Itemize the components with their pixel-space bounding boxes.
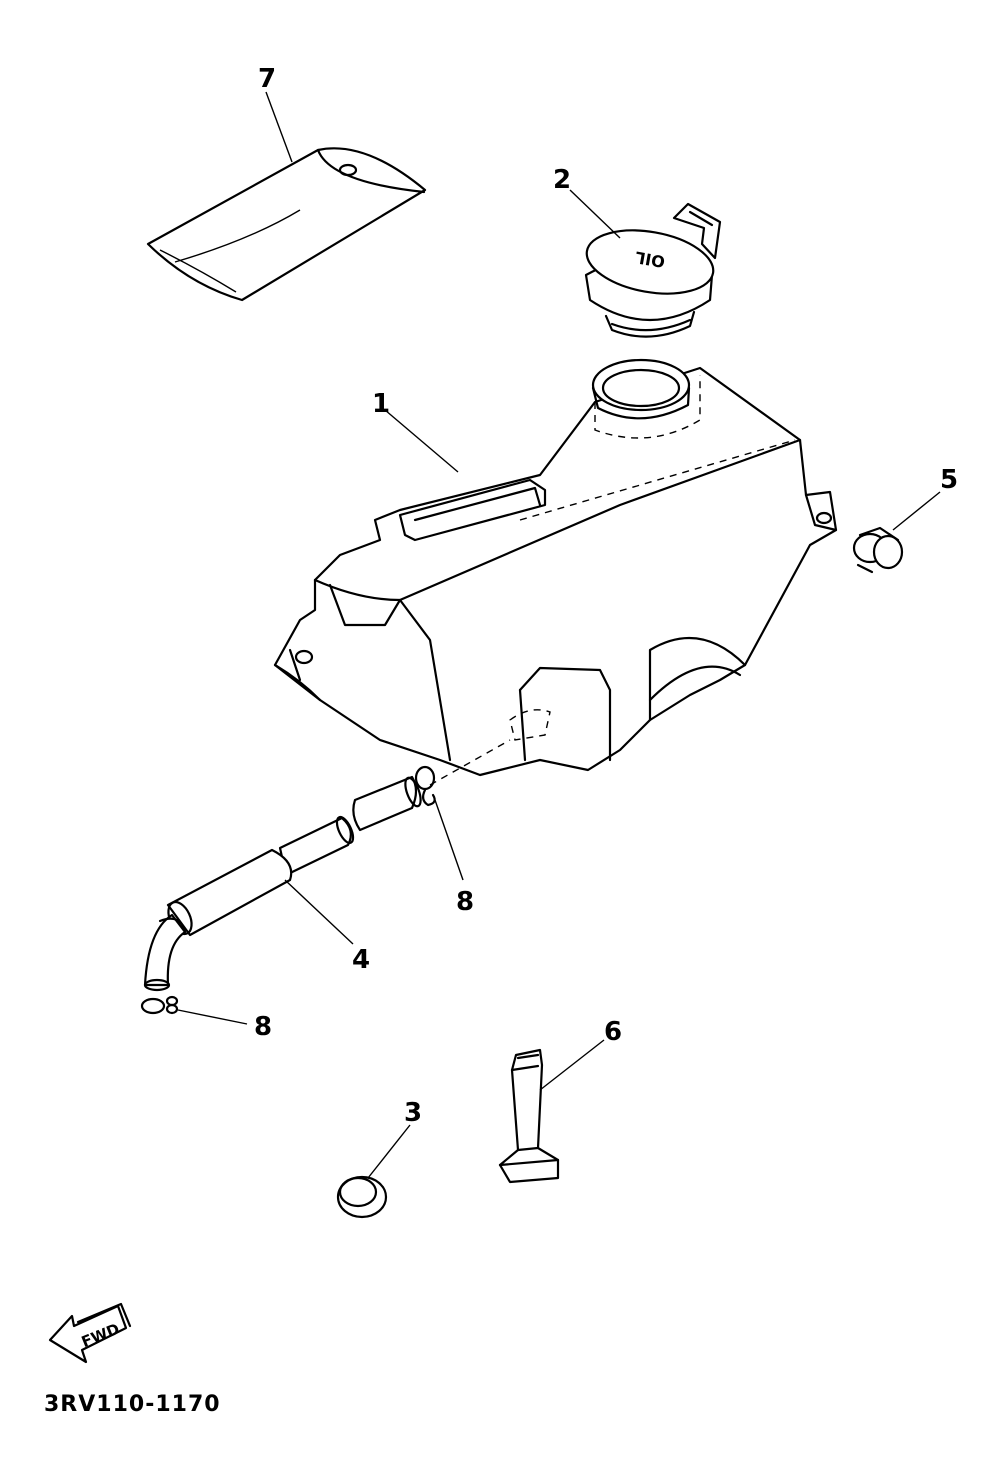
leader-1 bbox=[384, 409, 459, 473]
fwd-arrow-icon: FWD bbox=[48, 1302, 132, 1364]
part-8-clip-upper bbox=[414, 765, 436, 807]
callout-2: 2 bbox=[553, 165, 571, 195]
part-4-hose bbox=[143, 775, 422, 992]
part-5-grommet bbox=[852, 526, 904, 574]
cap-oil-marking: OIL bbox=[634, 248, 667, 272]
leader-lines bbox=[177, 91, 941, 1179]
leader-3 bbox=[367, 1124, 411, 1179]
leader-4 bbox=[284, 879, 354, 945]
diagram-code: 3RV110-1170 bbox=[44, 1392, 221, 1417]
part-3-plug bbox=[336, 1175, 388, 1219]
part-8-clip-lower bbox=[140, 995, 179, 1015]
leader-7 bbox=[265, 91, 293, 163]
part-2-tank-cap: OIL bbox=[584, 202, 722, 338]
leader-5 bbox=[892, 491, 941, 531]
callout-5: 5 bbox=[940, 465, 958, 495]
callout-8-lower: 8 bbox=[254, 1012, 272, 1042]
part-7-tool-bag bbox=[146, 147, 427, 302]
leader-6 bbox=[539, 1039, 605, 1091]
leader-8-upper bbox=[434, 799, 464, 881]
leader-2 bbox=[569, 189, 621, 239]
part-6-strap bbox=[498, 1048, 560, 1184]
callout-1: 1 bbox=[372, 389, 390, 419]
callout-3: 3 bbox=[404, 1098, 422, 1128]
callout-7: 7 bbox=[258, 64, 276, 94]
callout-6: 6 bbox=[604, 1017, 622, 1047]
callout-8-upper: 8 bbox=[456, 887, 474, 917]
leader-8-lower bbox=[177, 1009, 248, 1025]
part-1-oil-tank bbox=[273, 358, 838, 786]
callout-4: 4 bbox=[352, 945, 370, 975]
